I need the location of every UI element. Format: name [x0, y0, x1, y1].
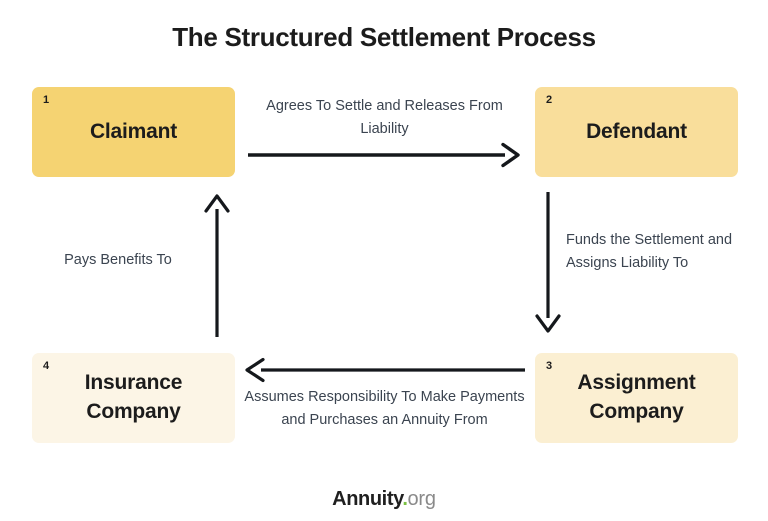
arrow-up-icon: [204, 194, 230, 337]
page-title: The Structured Settlement Process: [172, 22, 596, 52]
node-defendant-label: Defendant: [586, 119, 687, 143]
node-claimant: 1 Claimant: [32, 87, 235, 177]
node-claimant-label: Claimant: [89, 119, 178, 143]
edge-label-assignment-company-to-insurance-company: Assumes Responsibility To Make Payments …: [244, 389, 525, 428]
node-claimant-number: 1: [43, 94, 50, 106]
node-defendant-number: 2: [546, 94, 553, 106]
logo-tld: org: [407, 488, 437, 510]
logo-dot: .: [402, 488, 408, 510]
node-defendant: 2 Defendant: [535, 87, 738, 177]
arrow-right-icon: [248, 142, 520, 168]
node-insurance-company-label: Insurance Company: [84, 371, 183, 423]
arrow-down-icon: [535, 192, 561, 333]
arrow-left-icon: [245, 357, 525, 383]
edge-label-defendant-to-assignment-company: Funds the Settlement and Assigns Liabili…: [566, 232, 733, 271]
node-insurance-company-number: 4: [43, 360, 50, 372]
node-assignment-company-number: 3: [546, 360, 553, 372]
logo-name: Annuity: [332, 488, 403, 510]
node-assignment-company: 3 Assignment Company: [535, 353, 738, 443]
node-insurance-company: 4 Insurance Company: [32, 353, 235, 443]
edge-label-insurance-company-to-claimant: Pays Benefits To: [64, 252, 172, 268]
node-assignment-company-label: Assignment Company: [577, 371, 696, 423]
edge-label-claimant-to-defendant: Agrees To Settle and Releases From Liabi…: [266, 98, 503, 137]
annuity-org-logo: Annuity.org: [0, 489, 768, 509]
